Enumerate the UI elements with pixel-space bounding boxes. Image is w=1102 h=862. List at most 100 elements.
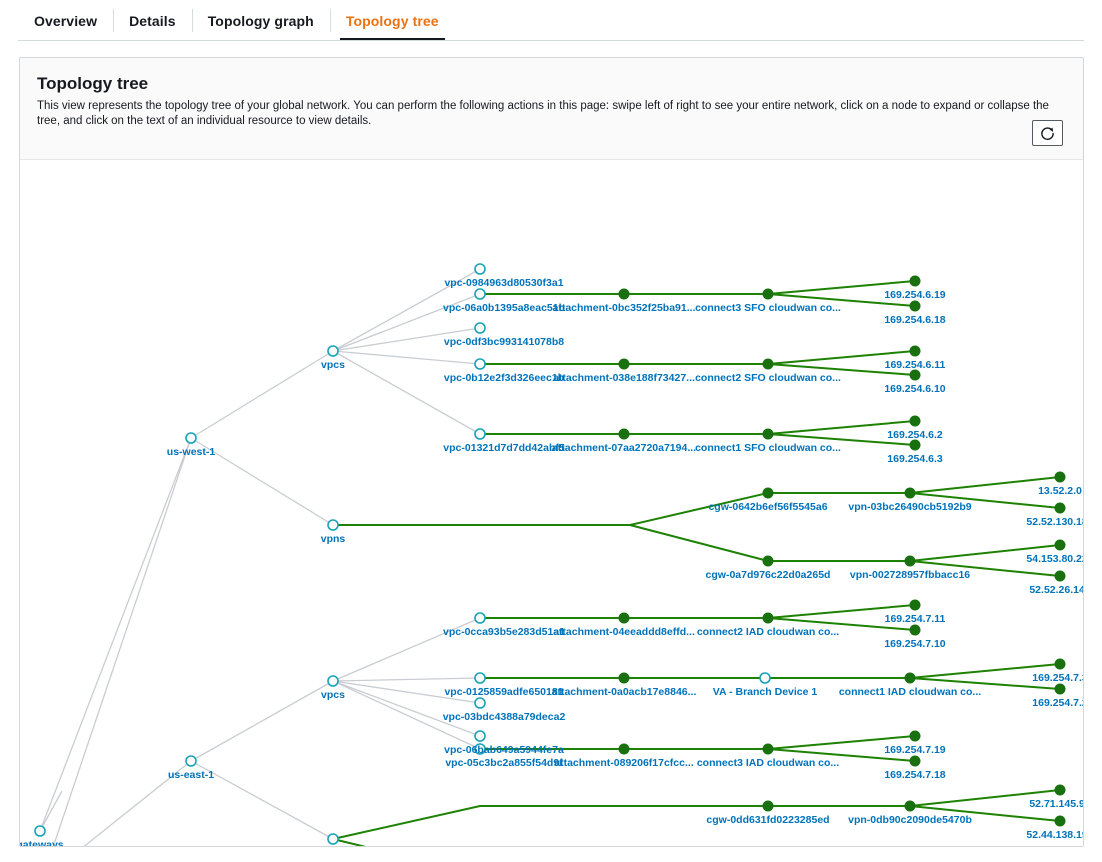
vpc-node[interactable] [474, 358, 486, 370]
cgw-label[interactable]: cgw-0642b6ef56f5545a6 [708, 501, 827, 513]
vpc-label[interactable]: vpc-06a0b1395a8eac51b [443, 302, 565, 314]
ip-node[interactable] [1054, 471, 1066, 483]
vpc-node[interactable] [474, 428, 486, 440]
tab-details[interactable]: Details [113, 0, 192, 41]
attachment-label[interactable]: attachment-07aa2720a7194... [552, 442, 696, 454]
ip-label[interactable]: 169.254.6.19 [884, 289, 945, 301]
ip-label[interactable]: 52.52.26.147 [1029, 584, 1083, 596]
tab-topology-tree[interactable]: Topology tree [329, 0, 455, 41]
ip-node[interactable] [1054, 815, 1066, 827]
vpc-node[interactable] [474, 263, 486, 275]
tab-overview[interactable]: Overview [18, 0, 113, 41]
ip-label[interactable]: 169.254.7.18 [884, 769, 945, 781]
attachment-label[interactable]: attachment-0bc352f25ba91... [553, 302, 696, 314]
vpc-node[interactable] [474, 672, 486, 684]
connect-label[interactable]: connect3 SFO cloudwan co... [695, 302, 841, 314]
vpc-label[interactable]: vpc-0984963d80530f3a1 [444, 277, 563, 289]
connect-label[interactable]: connect3 IAD cloudwan co... [697, 757, 839, 769]
ip-node[interactable] [909, 369, 921, 381]
ip-node[interactable] [909, 415, 921, 427]
group-label-vpcs[interactable]: vpcs [321, 359, 345, 371]
ip-label[interactable]: 169.254.7.10 [884, 638, 945, 650]
region-node-us-west-1[interactable] [185, 432, 197, 444]
ip-node[interactable] [1054, 658, 1066, 670]
ip-node[interactable] [909, 730, 921, 742]
group-node-vpns[interactable] [327, 519, 339, 531]
vpn-node[interactable] [904, 555, 916, 567]
connect-label[interactable]: connect2 IAD cloudwan co... [697, 626, 839, 638]
attachment-label[interactable]: attachment-0a0acb17e8846... [552, 686, 697, 698]
cgw-label[interactable]: cgw-0dd631fd0223285ed [706, 814, 829, 826]
vpc-label[interactable]: vpc-0cca93b5e283d51a1 [443, 626, 565, 638]
attachment-label[interactable]: attachment-038e188f73427... [553, 372, 695, 384]
vpc-label[interactable]: vpc-01321d7d7dd42abf5 [443, 442, 565, 454]
ip-label[interactable]: 13.52.2.0 [1038, 485, 1082, 497]
attachment-node[interactable] [618, 743, 630, 755]
ip-node[interactable] [909, 439, 921, 451]
vpc-node[interactable] [474, 612, 486, 624]
ip-node[interactable] [1054, 683, 1066, 695]
ip-node[interactable] [1054, 502, 1066, 514]
connect-label[interactable]: connect1 IAD cloudwan co... [839, 686, 981, 698]
ip-label[interactable]: 169.254.6.2 [887, 429, 943, 441]
ip-label[interactable]: 169.254.6.10 [884, 383, 945, 395]
vpc-node[interactable] [474, 743, 486, 755]
tree-svg[interactable]: vpc-0984963d80530f3a1 vpc-06a0b1395a8eac5… [20, 161, 1083, 846]
connect-node[interactable] [904, 672, 916, 684]
vpn-node[interactable] [904, 487, 916, 499]
vpn-label[interactable]: vpn-03bc26490cb5192b9 [848, 501, 971, 513]
ip-node[interactable] [909, 345, 921, 357]
ip-node[interactable] [909, 624, 921, 636]
ip-node[interactable] [909, 755, 921, 767]
ip-node[interactable] [909, 599, 921, 611]
ip-label[interactable]: 169.254.7.3 [1032, 672, 1083, 684]
vpc-label[interactable]: vpc-0df3bc993141078b8 [444, 336, 564, 348]
ip-label[interactable]: 54.153.80.223 [1026, 553, 1083, 565]
group-node-vpns[interactable] [327, 833, 339, 845]
connect-node[interactable] [762, 743, 774, 755]
vpc-node[interactable] [474, 697, 486, 709]
device-label[interactable]: VA - Branch Device 1 [713, 686, 818, 698]
attachment-node[interactable] [618, 358, 630, 370]
attachment-label[interactable]: attachment-089206f17cfcc... [554, 757, 694, 769]
topology-tree-canvas[interactable]: vpc-0984963d80530f3a1 vpc-06a0b1395a8eac5… [20, 161, 1083, 846]
vpc-node[interactable] [474, 730, 486, 742]
ip-label[interactable]: 169.254.7.19 [884, 744, 945, 756]
ip-node[interactable] [909, 300, 921, 312]
device-node[interactable] [759, 672, 771, 684]
region-label-us-west-1[interactable]: us-west-1 [167, 446, 216, 458]
ip-node[interactable] [1054, 784, 1066, 796]
group-node-vpcs[interactable] [327, 675, 339, 687]
ip-label[interactable]: 169.254.7.2 [1032, 697, 1083, 709]
cgw-node[interactable] [762, 487, 774, 499]
vpn-label[interactable]: vpn-002728957fbbacc16 [850, 569, 970, 581]
group-label-vpns[interactable]: vpns [321, 533, 346, 545]
ip-label[interactable]: 52.44.138.197 [1026, 829, 1083, 841]
root-label-gateways[interactable]: gateways [20, 839, 64, 846]
vpn-node[interactable] [904, 800, 916, 812]
vpc-label[interactable]: vpc-0125859adfe650181 [444, 686, 563, 698]
ip-label[interactable]: 169.254.6.3 [887, 453, 943, 465]
attachment-node[interactable] [618, 288, 630, 300]
cgw-node[interactable] [762, 555, 774, 567]
vpc-node[interactable] [474, 322, 486, 334]
vpn-label[interactable]: vpn-0db90c2090de5470b [848, 814, 972, 826]
connect-label[interactable]: connect2 SFO cloudwan co... [695, 372, 841, 384]
vpc-label[interactable]: vpc-06bab649a5944fe7a [444, 744, 564, 756]
attachment-node[interactable] [618, 612, 630, 624]
region-node-us-east-1[interactable] [185, 755, 197, 767]
group-label-vpcs[interactable]: vpcs [321, 689, 345, 701]
ip-label[interactable]: 52.52.130.188 [1026, 516, 1083, 528]
attachment-node[interactable] [618, 428, 630, 440]
connect-node[interactable] [762, 428, 774, 440]
ip-node[interactable] [1054, 539, 1066, 551]
connect-node[interactable] [762, 288, 774, 300]
ip-node[interactable] [1054, 570, 1066, 582]
ip-label[interactable]: 169.254.6.11 [885, 359, 946, 371]
attachment-node[interactable] [618, 672, 630, 684]
connect-label[interactable]: connect1 SFO cloudwan co... [695, 442, 841, 454]
root-node-gateways[interactable] [34, 825, 46, 837]
vpc-label[interactable]: vpc-03bdc4388a79deca2 [443, 711, 566, 723]
refresh-button[interactable] [1032, 120, 1063, 146]
vpc-node[interactable] [474, 288, 486, 300]
